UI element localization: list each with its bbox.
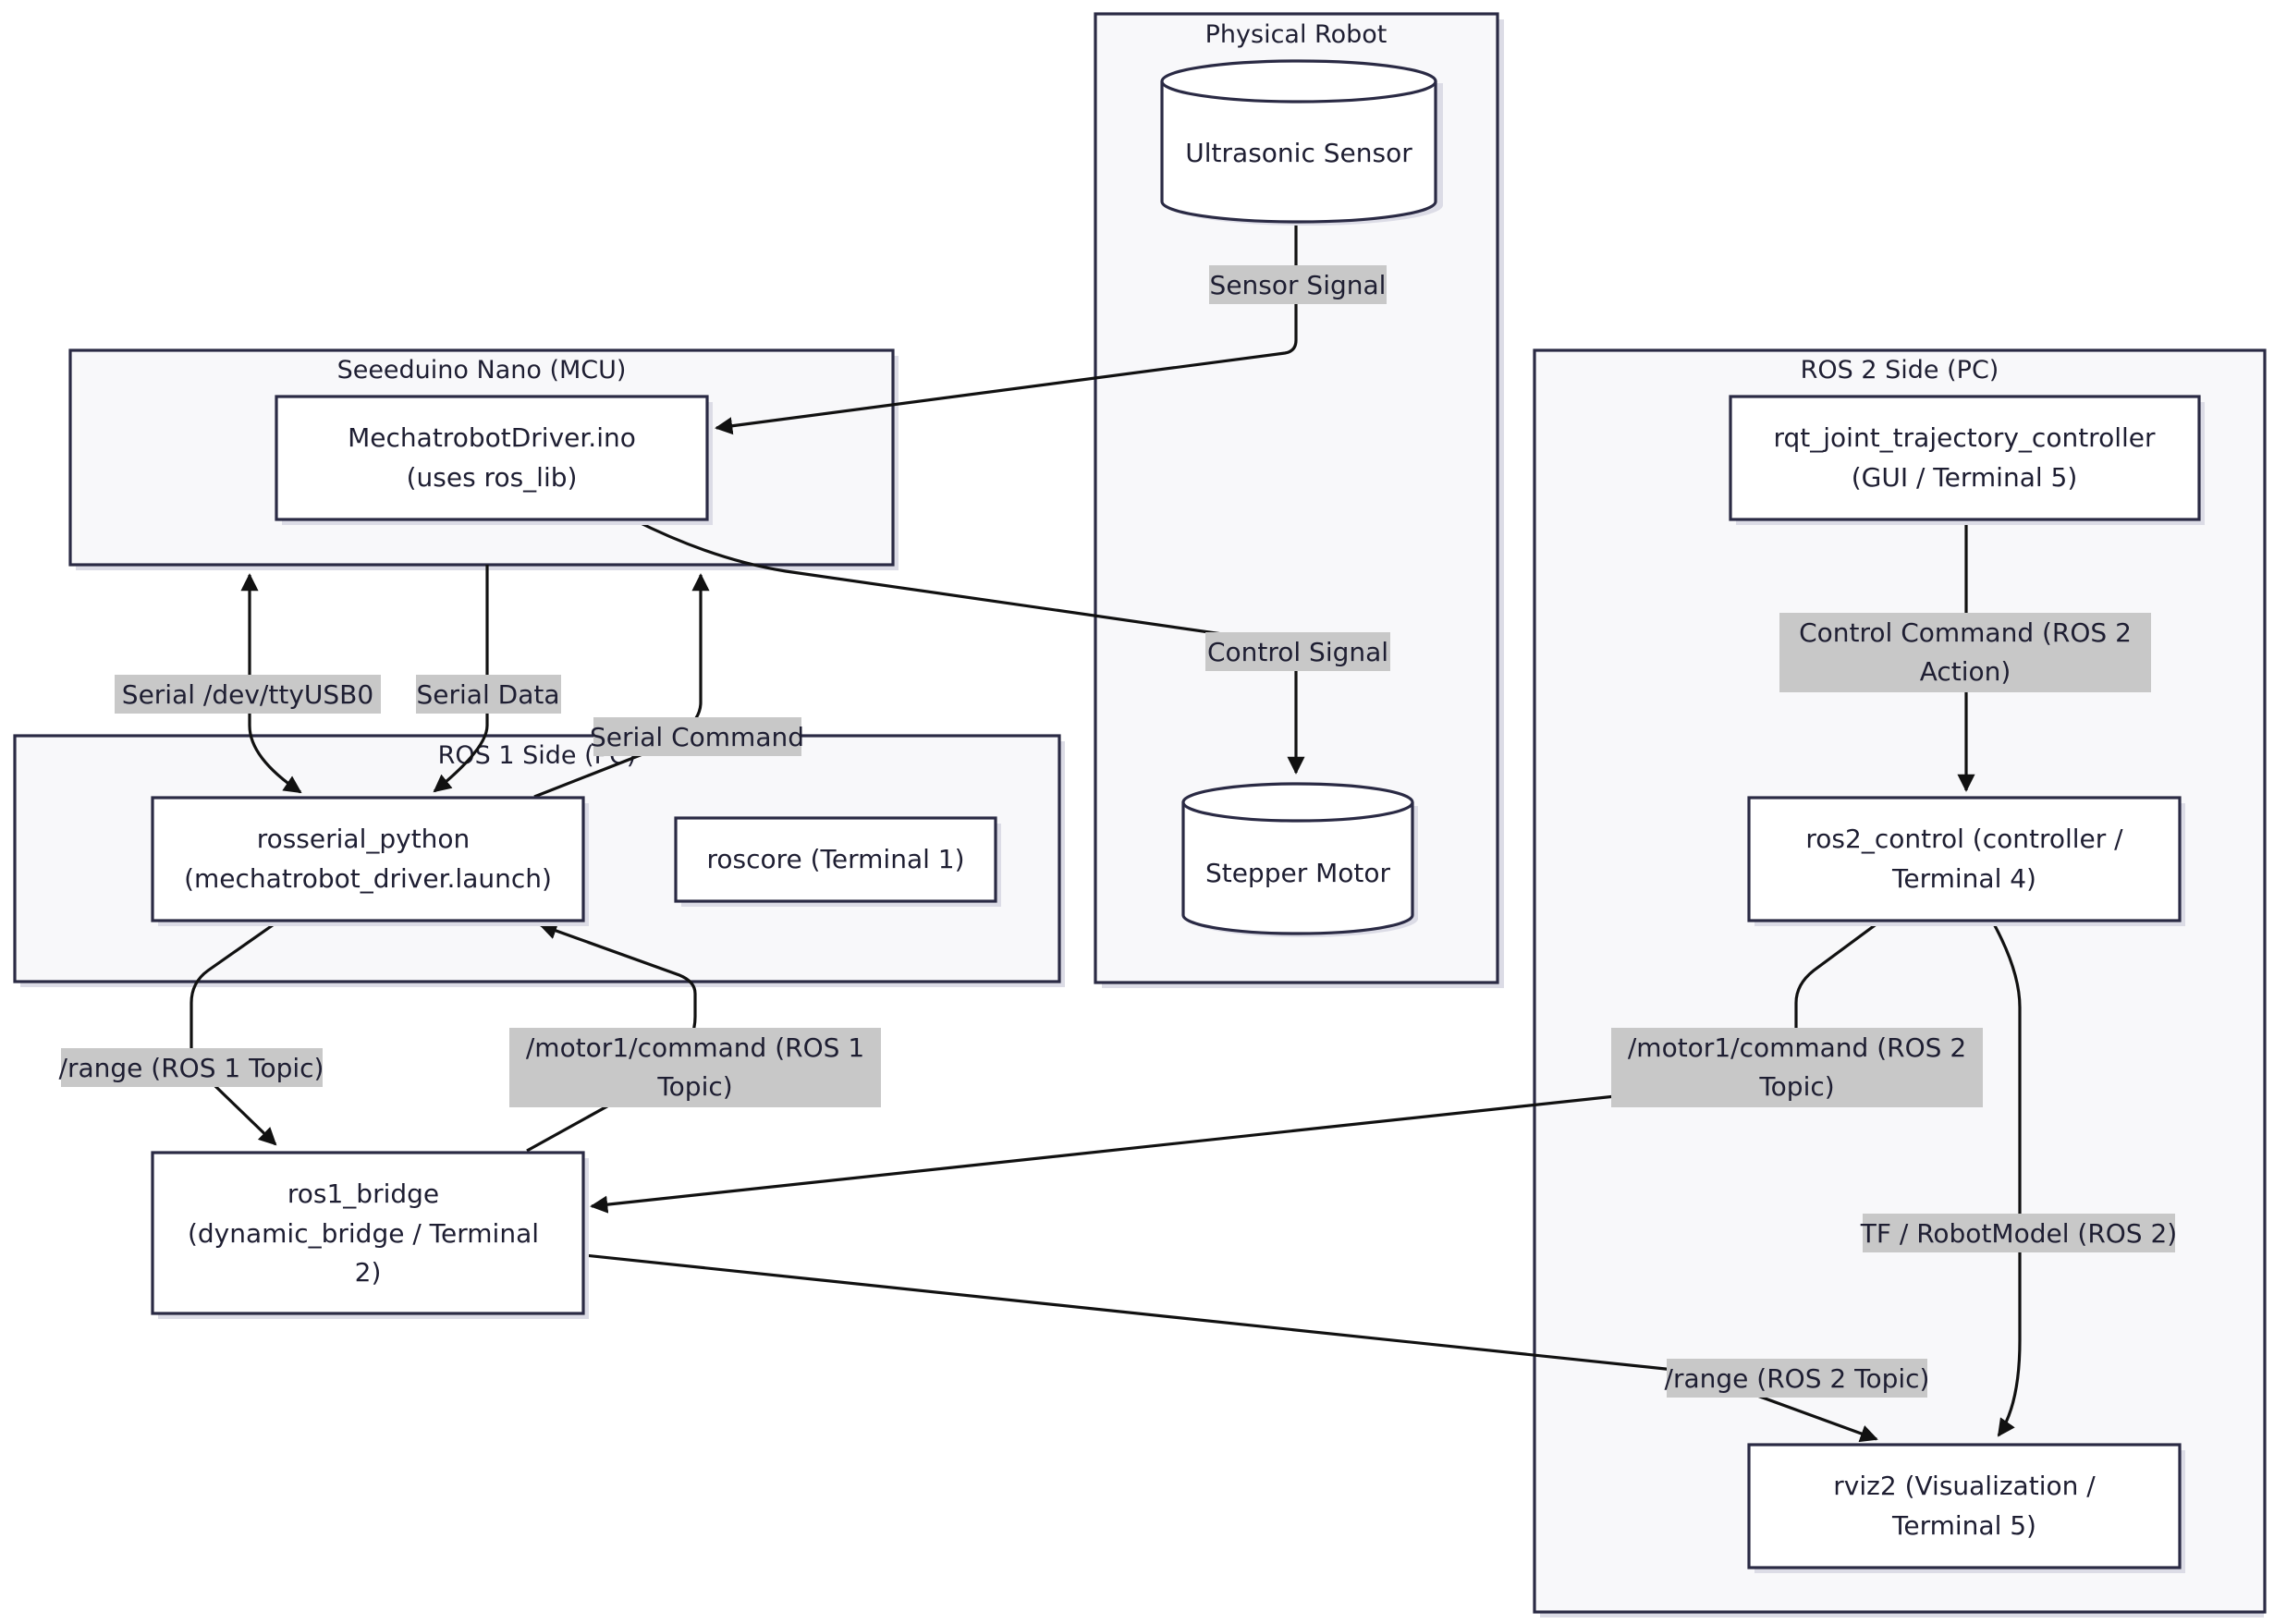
svg-text:Serial Command: Serial Command [590,722,804,752]
cluster-ros2: ROS 2 Side (PC) [1533,348,2267,1618]
edge-label-sensor-signal: Sensor Signal [1209,265,1387,304]
svg-text:Topic): Topic) [1758,1071,1834,1102]
stepper-motor-node[interactable]: Stepper Motor [1181,782,1418,937]
cluster-title-mcu: Seeeduino Nano (MCU) [337,356,627,385]
edge-sensor-to-driver [715,220,1298,435]
ultrasonic-sensor-label: Ultrasonic Sensor [1185,138,1412,168]
edge-label-motor-cmd-ros1: /motor1/command (ROS 1 Topic) [509,1028,881,1107]
edge-label-serial-command: Serial Command [590,717,804,756]
rqt-controller-line-2: (GUI / Terminal 5) [1852,462,2078,493]
ultrasonic-sensor-node[interactable]: Ultrasonic Sensor [1160,59,1443,226]
svg-text:/range (ROS 2 Topic): /range (ROS 2 Topic) [1665,1363,1930,1394]
svg-text:Control Signal: Control Signal [1207,637,1388,667]
ros1-bridge-node[interactable]: ros1_bridge (dynamic_bridge / Terminal 2… [151,1151,589,1319]
svg-text:/motor1/command (ROS 2: /motor1/command (ROS 2 [1628,1032,1966,1063]
svg-text:/range (ROS 1 Topic): /range (ROS 1 Topic) [59,1053,324,1083]
roscore-node[interactable]: roscore (Terminal 1) [674,816,1001,907]
edge-tf-robotmodel [1990,920,2022,1437]
ros1-bridge-line-2: (dynamic_bridge / Terminal [188,1218,539,1249]
svg-text:Control Command (ROS 2: Control Command (ROS 2 [1799,617,2132,648]
svg-text:/motor1/command (ROS 1: /motor1/command (ROS 1 [526,1032,864,1063]
svg-text:TF / RobotModel (ROS 2): TF / RobotModel (ROS 2) [1860,1218,2177,1249]
svg-text:Sensor Signal: Sensor Signal [1210,270,1387,300]
edge-motor-cmd-ros2 [590,919,1882,1214]
rosserial-python-node[interactable]: rosserial_python (mechatrobot_driver.lau… [151,796,589,926]
mechatrobot-driver-line-2: (uses ros_lib) [407,462,578,493]
rviz2-node[interactable]: rviz2 (Visualization / Terminal 5) [1747,1443,2185,1573]
cluster-title-physical-robot: Physical Robot [1205,20,1388,49]
edge-label-control-command: Control Command (ROS 2 Action) [1779,613,2151,692]
rosserial-python-line-2: (mechatrobot_driver.launch) [184,863,552,894]
edge-label-motor-cmd-ros2: /motor1/command (ROS 2 Topic) [1611,1028,1983,1107]
edge-label-tf-robotmodel: TF / RobotModel (ROS 2) [1860,1214,2177,1252]
rviz2-line-1: rviz2 (Visualization / [1833,1471,2096,1501]
ros2-control-line-2: Terminal 4) [1891,863,2036,894]
edge-label-serial-data: Serial Data [416,675,561,714]
roscore-label: roscore (Terminal 1) [706,844,964,874]
edge-label-range-ros2: /range (ROS 2 Topic) [1665,1359,1930,1398]
rviz2-line-2: Terminal 5) [1891,1510,2036,1541]
rosserial-python-line-1: rosserial_python [257,824,471,854]
ros1-bridge-line-3: 2) [355,1257,382,1288]
edge-label-serial-tty: Serial /dev/ttyUSB0 [115,675,381,714]
edge-serial-data [433,565,489,793]
cluster-title-ros2: ROS 2 Side (PC) [1801,356,1999,385]
rqt-controller-node[interactable]: rqt_joint_trajectory_controller (GUI / T… [1729,395,2205,525]
mechatrobot-driver-node[interactable]: MechatrobotDriver.ino (uses ros_lib) [275,395,713,525]
stepper-motor-label: Stepper Motor [1205,858,1391,888]
svg-text:Topic): Topic) [656,1071,732,1102]
svg-text:Action): Action) [1920,656,2011,687]
edge-serial-tty [240,573,302,794]
edge-range-ros1 [190,919,280,1146]
edge-label-range-ros1: /range (ROS 1 Topic) [59,1048,324,1087]
svg-text:Serial /dev/ttyUSB0: Serial /dev/ttyUSB0 [122,679,373,710]
edge-label-control-signal: Control Signal [1205,632,1390,671]
svg-text:Serial Data: Serial Data [417,679,560,710]
ros1-bridge-line-1: ros1_bridge [287,1178,439,1209]
rqt-controller-line-1: rqt_joint_trajectory_controller [1774,422,2156,453]
mechatrobot-driver-line-1: MechatrobotDriver.ino [348,422,636,453]
ros2-control-line-1: ros2_control (controller / [1805,824,2123,854]
ros2-control-node[interactable]: ros2_control (controller / Terminal 4) [1747,796,2185,926]
